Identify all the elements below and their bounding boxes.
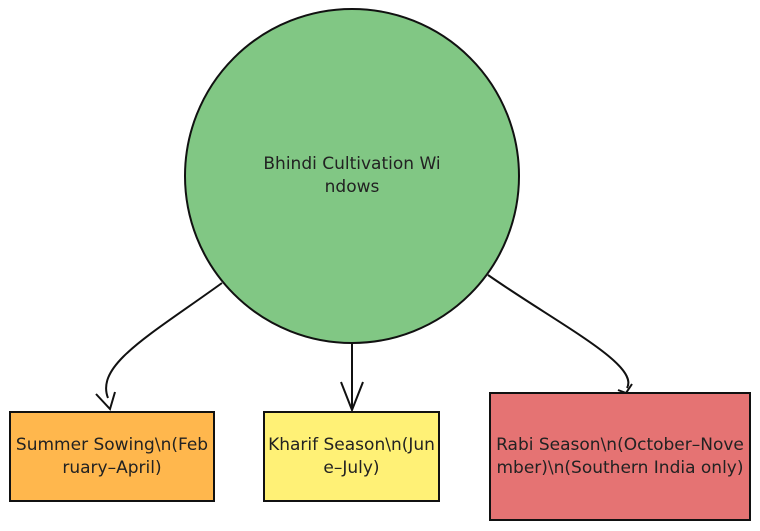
- rabi-node: [489, 392, 751, 521]
- summer-node: [9, 411, 215, 502]
- kharif-node-label-box: Kharif Season\n(June–July): [268, 414, 435, 499]
- root-node-label: Bhindi Cultivation Windows: [263, 154, 441, 197]
- arrowhead-kharif: [340, 381, 364, 413]
- rabi-node-label-box: Rabi Season\n(October–November)\n(Southe…: [494, 395, 746, 518]
- arrowhead-rabi: [617, 383, 633, 395]
- summer-node-label-box: Summer Sowing\n(February–April): [14, 414, 210, 499]
- rabi-node-label: Rabi Season\n(October–November)\n(Southe…: [496, 434, 744, 478]
- kharif-node-label: Kharif Season\n(June–July): [268, 434, 435, 478]
- edge-root-to-summer: [105, 282, 223, 399]
- root-node: [184, 8, 520, 344]
- kharif-node: [263, 411, 440, 502]
- arrowhead-summer: [95, 391, 116, 411]
- summer-node-label: Summer Sowing\n(February–April): [15, 434, 209, 478]
- edge-root-to-rabi: [487, 274, 630, 389]
- root-node-label-box: Bhindi Cultivation Windows: [260, 140, 444, 212]
